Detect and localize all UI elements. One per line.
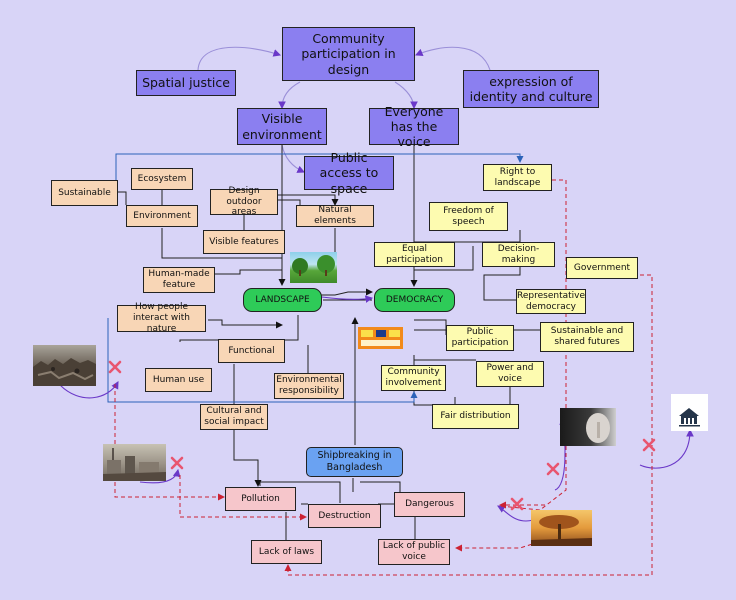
sustainable-node[interactable]: Sustainable bbox=[51, 180, 118, 206]
equal-participation-node[interactable]: Equal participation bbox=[374, 242, 455, 267]
building-icon bbox=[671, 394, 708, 431]
public-participation-node[interactable]: Public participation bbox=[446, 325, 514, 351]
sustainable-futures-node[interactable]: Sustainable and shared futures bbox=[540, 322, 634, 352]
visible-features-node[interactable]: Visible features bbox=[203, 230, 285, 254]
silence-photo bbox=[560, 408, 616, 446]
power-voice-node[interactable]: Power and voice bbox=[476, 361, 544, 387]
environmental-responsibility-node[interactable]: Environmental responsibility bbox=[274, 373, 344, 399]
cultural-social-node[interactable]: Cultural and social impact bbox=[200, 404, 268, 430]
ecosystem-node[interactable]: Ecosystem bbox=[131, 168, 193, 190]
human-use-node[interactable]: Human use bbox=[145, 368, 212, 392]
decision-making-node[interactable]: Decision-making bbox=[482, 242, 555, 267]
dangerous-node[interactable]: Dangerous bbox=[394, 492, 465, 517]
functional-node[interactable]: Functional bbox=[218, 339, 285, 363]
environment-node[interactable]: Environment bbox=[126, 205, 198, 227]
flyer-photo bbox=[358, 327, 403, 349]
fair-distribution-node[interactable]: Fair distribution bbox=[432, 404, 519, 429]
shipbreaking-hub[interactable]: Shipbreaking in Bangladesh bbox=[306, 447, 403, 477]
destruction-node[interactable]: Destruction bbox=[308, 504, 381, 528]
landscape-hub[interactable]: LANDSCAPE bbox=[243, 288, 322, 312]
spatial-justice-node[interactable]: Spatial justice bbox=[136, 70, 236, 96]
representative-democracy-node[interactable]: Representative democracy bbox=[516, 289, 586, 314]
community-involvement-node[interactable]: Community involvement bbox=[381, 365, 446, 391]
design-outdoor-node[interactable]: Design outdoor areas bbox=[210, 186, 278, 217]
freedom-speech-node[interactable]: Freedom of speech bbox=[429, 202, 508, 231]
how-people-node[interactable]: How people interact with nature bbox=[117, 302, 206, 334]
visible-environment-node[interactable]: Visible environment bbox=[237, 108, 327, 145]
lack-public-voice-node[interactable]: Lack of public voice bbox=[378, 539, 450, 565]
everyone-voice-node[interactable]: Everyone has the voice bbox=[369, 104, 459, 149]
democracy-hub[interactable]: DEMOCRACY bbox=[374, 288, 455, 312]
pollution-node[interactable]: Pollution bbox=[225, 487, 296, 511]
right-landscape-node[interactable]: Right to landscape bbox=[483, 164, 552, 191]
lack-laws-node[interactable]: Lack of laws bbox=[251, 540, 322, 564]
community-participation-node[interactable]: Community participation in design bbox=[282, 27, 415, 81]
shipyard-photo bbox=[103, 444, 166, 481]
park-photo bbox=[290, 252, 337, 283]
ship-debris-photo bbox=[33, 345, 96, 386]
expression-identity-node[interactable]: expression of identity and culture bbox=[463, 70, 599, 108]
government-node[interactable]: Government bbox=[566, 257, 638, 279]
natural-elements-node[interactable]: Natural elements bbox=[296, 205, 374, 227]
tree-photo bbox=[531, 510, 592, 546]
public-access-node[interactable]: Public access to space bbox=[304, 150, 394, 196]
human-made-node[interactable]: Human-made feature bbox=[143, 267, 215, 293]
